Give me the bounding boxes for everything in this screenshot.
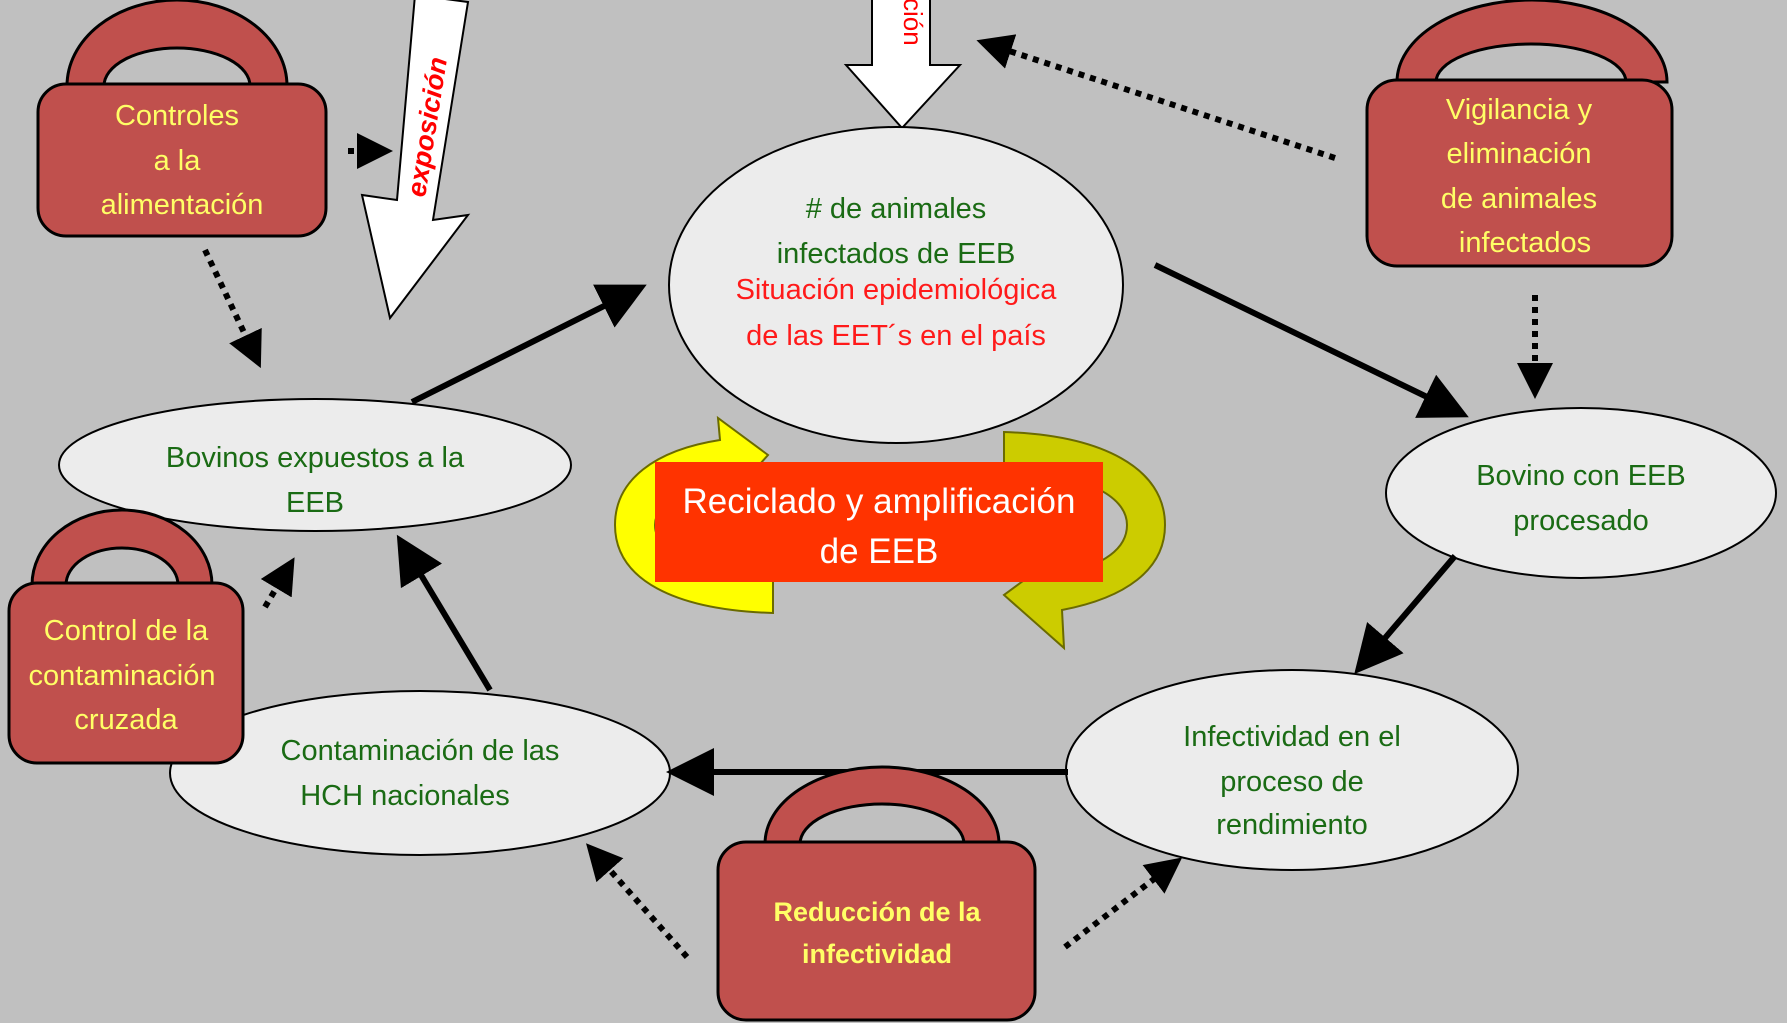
infected-node: # de animales infectados de EEB Situació… xyxy=(668,126,1124,444)
lock-feed-line-2: a la xyxy=(154,145,202,177)
lock-infectivity-reduction: Reducción de la infectividad xyxy=(716,765,1037,1022)
contamination-node: Contaminación de las HCH nacionales xyxy=(169,690,671,856)
exposed-line-2: EEB xyxy=(286,487,344,519)
lock-surveillance-line-3: de animales xyxy=(1441,183,1597,215)
lock-feed-line-1: Controles xyxy=(115,100,239,132)
dotted-feed-to-exposed xyxy=(202,248,262,369)
contamination-line-2: HCH nacionales xyxy=(300,780,510,812)
infectivity-line-3: rendimiento xyxy=(1216,809,1368,841)
processed-node: Bovino con EEB procesado xyxy=(1385,407,1777,579)
infectivity-node: Infectividad en el proceso de rendimient… xyxy=(1065,669,1519,871)
exposed-node: Bovinos expuestos a la EEB xyxy=(58,398,572,532)
lock-surveillance-line-1: Vigilancia y xyxy=(1446,94,1593,126)
control-arrows xyxy=(202,34,1553,959)
lock-surveillance-line-4: infectados xyxy=(1459,227,1591,259)
cycle-arrows xyxy=(396,262,1469,796)
lock-shackle-icon xyxy=(65,0,289,88)
lock-feed-control: Controles a la alimentación xyxy=(36,0,328,238)
dotted-surveillance-to-top xyxy=(976,34,1336,161)
arrow-contamination-to-exposed xyxy=(396,534,493,692)
recycle-line-1: Reciclado y amplificación xyxy=(683,482,1076,521)
infectivity-line-2: proceso de xyxy=(1220,766,1364,798)
arrow-exposed-to-infected xyxy=(410,284,647,405)
processed-line-2: procesado xyxy=(1513,505,1648,537)
lock-feed-line-3: alimentación xyxy=(101,189,264,221)
situation-line-2: de las EET´s en el país xyxy=(746,320,1046,352)
lock-shackle-icon xyxy=(1395,0,1669,84)
arrow-processed-to-infectivity xyxy=(1354,554,1458,675)
infectivity-line-1: Infectividad en el xyxy=(1183,721,1401,753)
arrow-infected-to-processed xyxy=(1153,262,1469,418)
lock-surveillance: Vigilancia y eliminación de animales inf… xyxy=(1365,0,1674,268)
processed-line-1: Bovino con EEB xyxy=(1476,460,1686,492)
lock-shackle-icon xyxy=(30,508,214,587)
recycle-line-2: de EEB xyxy=(820,532,939,571)
situation-line-1: Situación epidemiológica xyxy=(736,274,1058,306)
lock-shackle-icon xyxy=(763,765,1001,846)
contamination-line-1: Contaminación de las xyxy=(281,735,560,767)
top-arrow-label: ción xyxy=(898,0,928,46)
dotted-cross-to-exposed xyxy=(260,557,295,609)
infected-line-2: infectados de EEB xyxy=(777,238,1016,270)
lock-cross-contamination: Control de la contaminación cruzada xyxy=(7,508,245,765)
lock-reduction-line-2: infectividad xyxy=(802,939,952,969)
infected-line-1: # de animales xyxy=(806,193,987,225)
top-arrow: ción xyxy=(843,0,963,130)
exposure-arrow: exposición xyxy=(360,0,471,321)
lock-cross-line-1: Control de la xyxy=(44,615,209,647)
lock-cross-line-3: cruzada xyxy=(74,704,178,736)
recycle-box: Reciclado y amplificación de EEB xyxy=(655,462,1103,582)
exposed-line-1: Bovinos expuestos a la xyxy=(166,442,465,474)
lock-reduction-line-1: Reducción de la xyxy=(773,897,981,927)
lock-cross-line-2: contaminación xyxy=(29,660,216,692)
lock-surveillance-line-2: eliminación xyxy=(1446,138,1591,170)
